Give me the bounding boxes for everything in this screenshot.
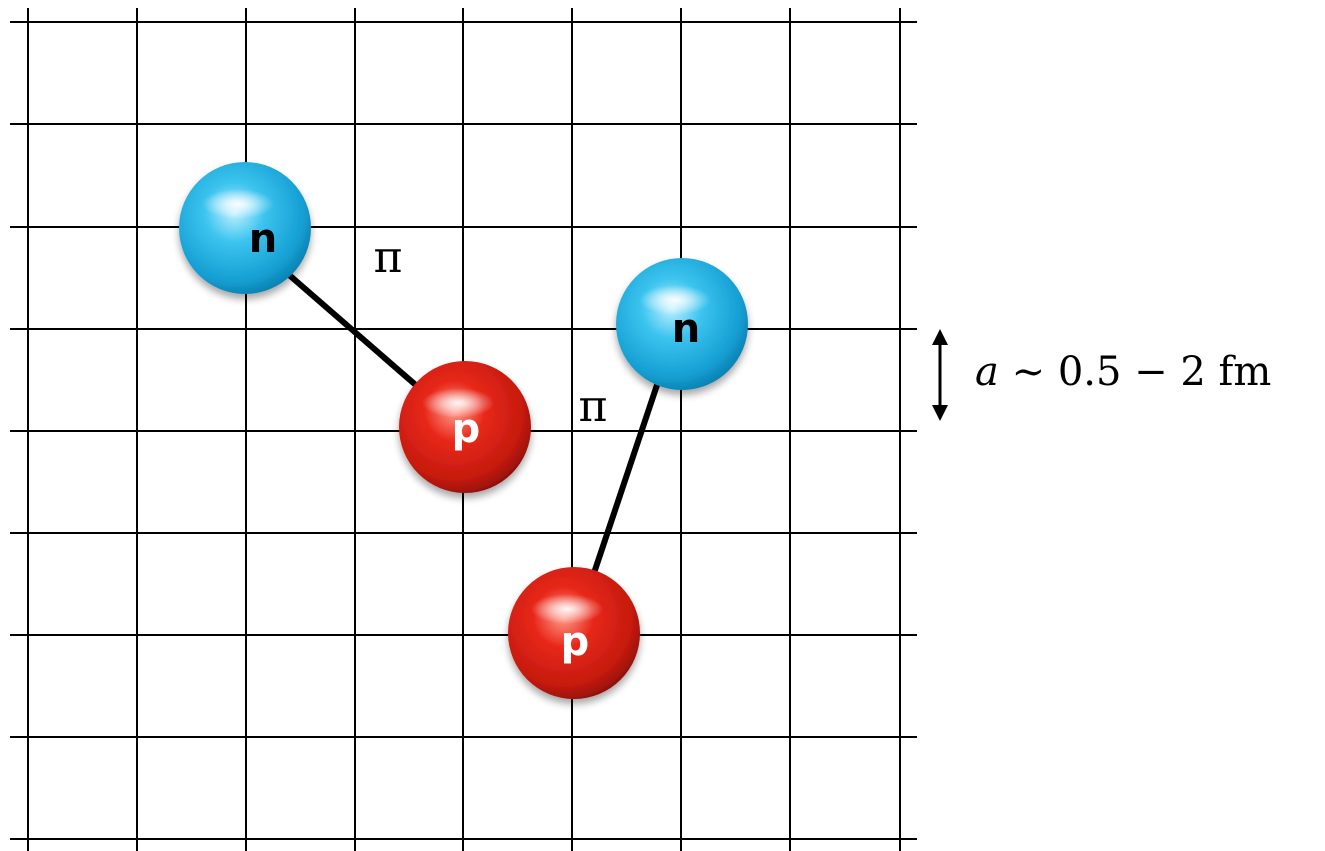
proton-label: p (561, 619, 590, 665)
lattice-spacing-label: a ∼ 0.5 − 2 fm (975, 349, 1271, 395)
pion-bond-2 (590, 381, 661, 577)
pion-bond-1 (286, 271, 420, 390)
pion-label: π (374, 232, 403, 283)
proton-highlight (422, 388, 494, 418)
neutron-label: n (249, 216, 277, 262)
lattice-spacing-symbol: a (975, 349, 999, 395)
neutron-highlight (639, 285, 711, 315)
neutron-sphere (179, 162, 311, 294)
neutron-2: n (616, 258, 748, 390)
proton-1: p (399, 361, 531, 493)
pion-label: π (579, 381, 608, 432)
lattice-spacing-range: 0.5 − 2 fm (1058, 349, 1271, 395)
proton-2: p (508, 567, 640, 699)
pion-bonds (286, 271, 661, 577)
double-headed-vertical-arrow-icon (932, 329, 948, 421)
lattice-spacing-relation: ∼ (1012, 349, 1046, 395)
proton-highlight (531, 594, 603, 624)
neutron-1: n (179, 162, 311, 294)
neutron-label: n (672, 306, 700, 352)
proton-label: p (452, 406, 481, 452)
neutron-highlight (202, 189, 274, 219)
